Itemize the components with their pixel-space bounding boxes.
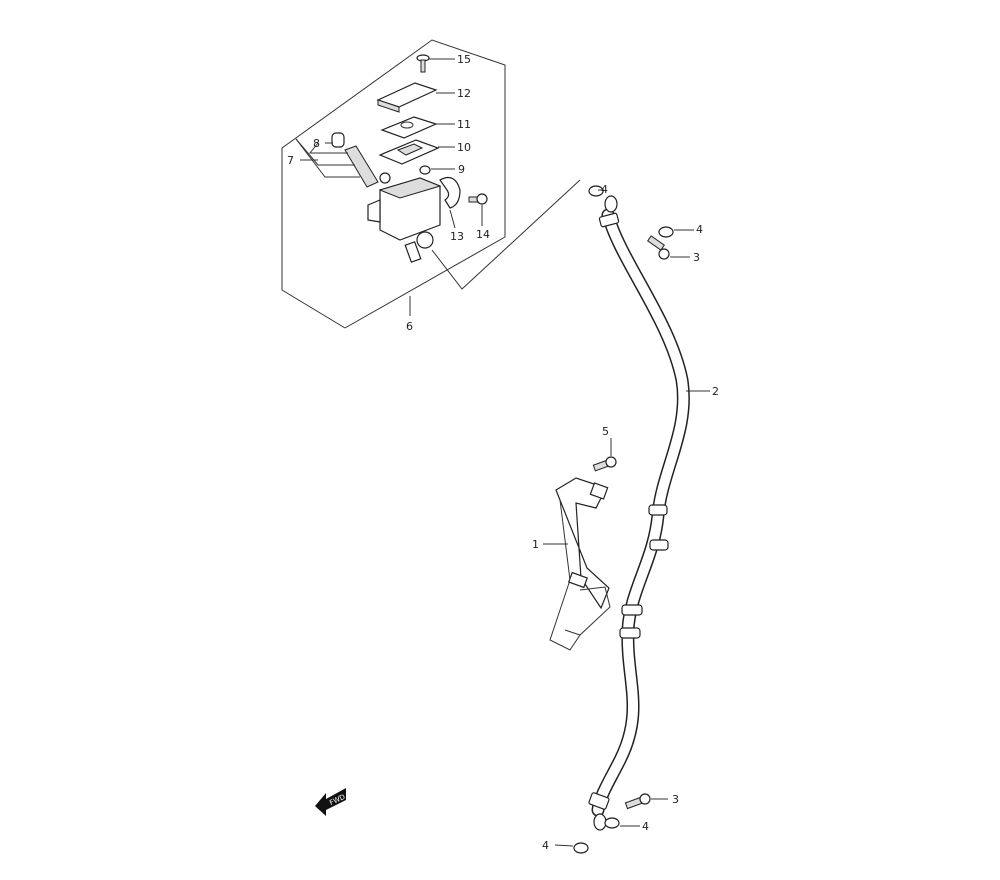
hose-bracket-1 bbox=[543, 477, 611, 651]
reservoir-cap-12 bbox=[376, 82, 455, 113]
hose-fitting-13 bbox=[439, 177, 461, 229]
callout-1: 1 bbox=[532, 538, 539, 551]
callout-8: 8 bbox=[313, 137, 320, 150]
callout-4-upper: 4 bbox=[696, 223, 703, 236]
callout-13: 13 bbox=[450, 230, 464, 243]
callout-9: 9 bbox=[458, 163, 465, 176]
callout-11: 11 bbox=[457, 118, 471, 131]
screw-15 bbox=[416, 54, 455, 73]
callout-15: 15 bbox=[457, 53, 471, 66]
plate-11 bbox=[380, 116, 455, 139]
master-cylinder-body-6 bbox=[367, 172, 442, 263]
washers-bolts bbox=[554, 185, 694, 854]
brake-hose-2 bbox=[588, 195, 710, 831]
fwd-label: FWD bbox=[328, 793, 346, 807]
callout-3-upper: 3 bbox=[693, 251, 700, 264]
fwd-arrow-icon: FWD bbox=[315, 788, 346, 816]
callout-4-lower: 4 bbox=[642, 820, 649, 833]
piston-kit-7-8 bbox=[295, 132, 379, 188]
callout-7: 7 bbox=[287, 154, 294, 167]
master-cylinder-group-outline bbox=[281, 39, 581, 329]
callout-6: 6 bbox=[406, 320, 413, 333]
callout-4-top: 4 bbox=[601, 183, 608, 196]
screw-14 bbox=[468, 193, 488, 226]
float-9 bbox=[419, 165, 455, 175]
callout-5: 5 bbox=[602, 425, 609, 438]
callout-3-lower: 3 bbox=[672, 793, 679, 806]
callout-10: 10 bbox=[457, 141, 471, 154]
diaphragm-10 bbox=[378, 139, 455, 165]
callout-2: 2 bbox=[712, 385, 719, 398]
callout-4-bottom: 4 bbox=[542, 839, 549, 852]
callout-14: 14 bbox=[476, 228, 490, 241]
callout-12: 12 bbox=[457, 87, 471, 100]
